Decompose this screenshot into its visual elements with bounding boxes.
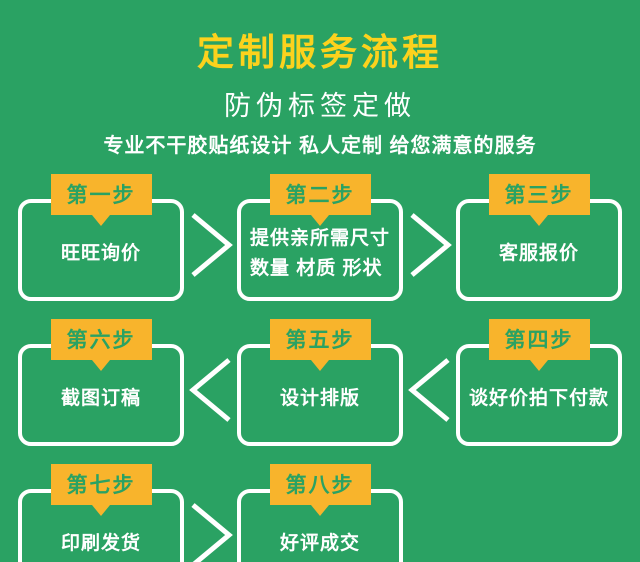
- step-text: 客服报价: [498, 242, 579, 264]
- step-badge-5: 第五步: [269, 319, 371, 360]
- flow-row-2: 第六步 截图订稿 第五步 设计排版: [18, 319, 622, 446]
- step-card-2: 第二步 提供亲所需尺寸 数量 材质 形状: [237, 174, 403, 301]
- page-title: 定制服务流程: [197, 32, 443, 73]
- step-card-4: 第四步 谈好价拍下付款: [456, 319, 622, 446]
- step-badge-1: 第一步: [50, 174, 152, 215]
- arrow-right-icon: [184, 484, 237, 562]
- step-text: 旺旺询价: [60, 242, 141, 264]
- arrow-left-icon: [184, 339, 237, 441]
- step-text: 设计排版: [279, 387, 360, 409]
- step-badge-6: 第六步: [50, 319, 152, 360]
- step-card-5: 第五步 设计排版: [237, 319, 403, 446]
- step-text: 印刷发货: [60, 532, 141, 554]
- arrow-right-icon: [403, 194, 456, 296]
- step-card-1: 第一步 旺旺询价: [18, 174, 184, 301]
- step-badge-4: 第四步: [488, 319, 590, 360]
- step-text: 截图订稿: [60, 387, 141, 409]
- step-card-7: 第七步 印刷发货: [18, 464, 184, 562]
- step-badge-3: 第三步: [488, 174, 590, 215]
- flow-row-1: 第一步 旺旺询价 第二步 提供亲所需尺寸 数量 材质 形状: [18, 174, 622, 301]
- step-text: 提供亲所需尺寸: [249, 227, 390, 249]
- arrow-right-icon: [184, 194, 237, 296]
- step-text: 谈好价拍下付款: [468, 387, 609, 409]
- step-badge-7: 第七步: [50, 464, 152, 505]
- step-card-6: 第六步 截图订稿: [18, 319, 184, 446]
- step-card-3: 第三步 客服报价: [456, 174, 622, 301]
- page-subtitle: 防伪标签定做: [224, 91, 416, 121]
- step-text: 数量 材质 形状: [249, 258, 383, 279]
- arrow-left-icon: [403, 339, 456, 441]
- step-badge-2: 第二步: [269, 174, 371, 215]
- step-text: 好评成交: [279, 532, 360, 554]
- header: 定制服务流程 防伪标签定做 专业不干胶贴纸设计 私人定制 给您满意的服务: [0, 0, 640, 158]
- page-tagline: 专业不干胶贴纸设计 私人定制 给您满意的服务: [103, 135, 537, 157]
- flow-row-3: 第七步 印刷发货 第八步 好评成交: [18, 464, 622, 562]
- step-badge-8: 第八步: [269, 464, 371, 505]
- step-card-8: 第八步 好评成交: [237, 464, 403, 562]
- flow-diagram: 第一步 旺旺询价 第二步 提供亲所需尺寸 数量 材质 形状: [0, 174, 640, 562]
